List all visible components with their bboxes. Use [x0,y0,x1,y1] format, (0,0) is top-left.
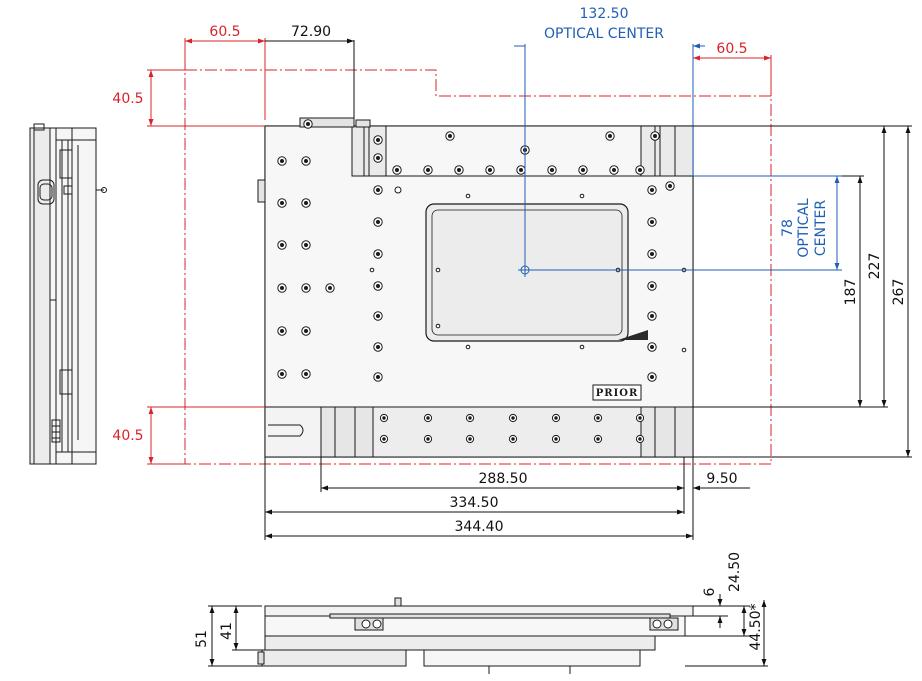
dim-travel-top-right: 60.5 [716,41,747,57]
dim-width-288-50: 288.50 [479,471,528,487]
dim-optical-center-x-label: OPTICAL CENTER [544,26,664,42]
front-view-dimensions [208,594,768,667]
front-view [257,597,694,674]
dim-optical-center-y-value: 78 [780,219,796,237]
dim-height-41: 41 [219,622,235,640]
dim-height-24-50: 24.50 [727,552,743,592]
dim-width-344-40: 344.40 [455,519,504,535]
dim-height-187: 187 [843,279,859,306]
dim-optical-center-y-label-1: OPTICAL [796,198,812,257]
dim-offset-72-90: 72.90 [291,24,331,40]
brand-logo-plate [592,384,642,401]
dim-width-334-50: 334.50 [450,495,499,511]
top-view: PRIOR [184,69,772,465]
dim-height-227: 227 [867,253,883,280]
dim-width-9-50: 9.50 [706,471,737,487]
brand-logo: PRIOR [596,388,639,399]
dim-travel-left-upper: 40.5 [112,91,143,107]
dim-plate-6: 6 [702,587,718,596]
optical-center-marker [518,263,532,277]
dim-height-44-50: 44.50* [748,603,764,650]
dim-travel-left-lower: 40.5 [112,428,143,444]
mounting-holes [277,119,687,444]
side-view [29,123,107,465]
black-dimensions [264,38,912,540]
dim-optical-center-x-value: 132.50 [580,6,629,22]
blue-dimensions [514,43,842,271]
dim-optical-center-y-label-2: CENTER [813,200,829,256]
dim-height-267: 267 [891,279,907,306]
dim-height-51: 51 [194,630,210,648]
dim-travel-top-left: 60.5 [209,24,240,40]
stage-aperture [425,203,629,342]
